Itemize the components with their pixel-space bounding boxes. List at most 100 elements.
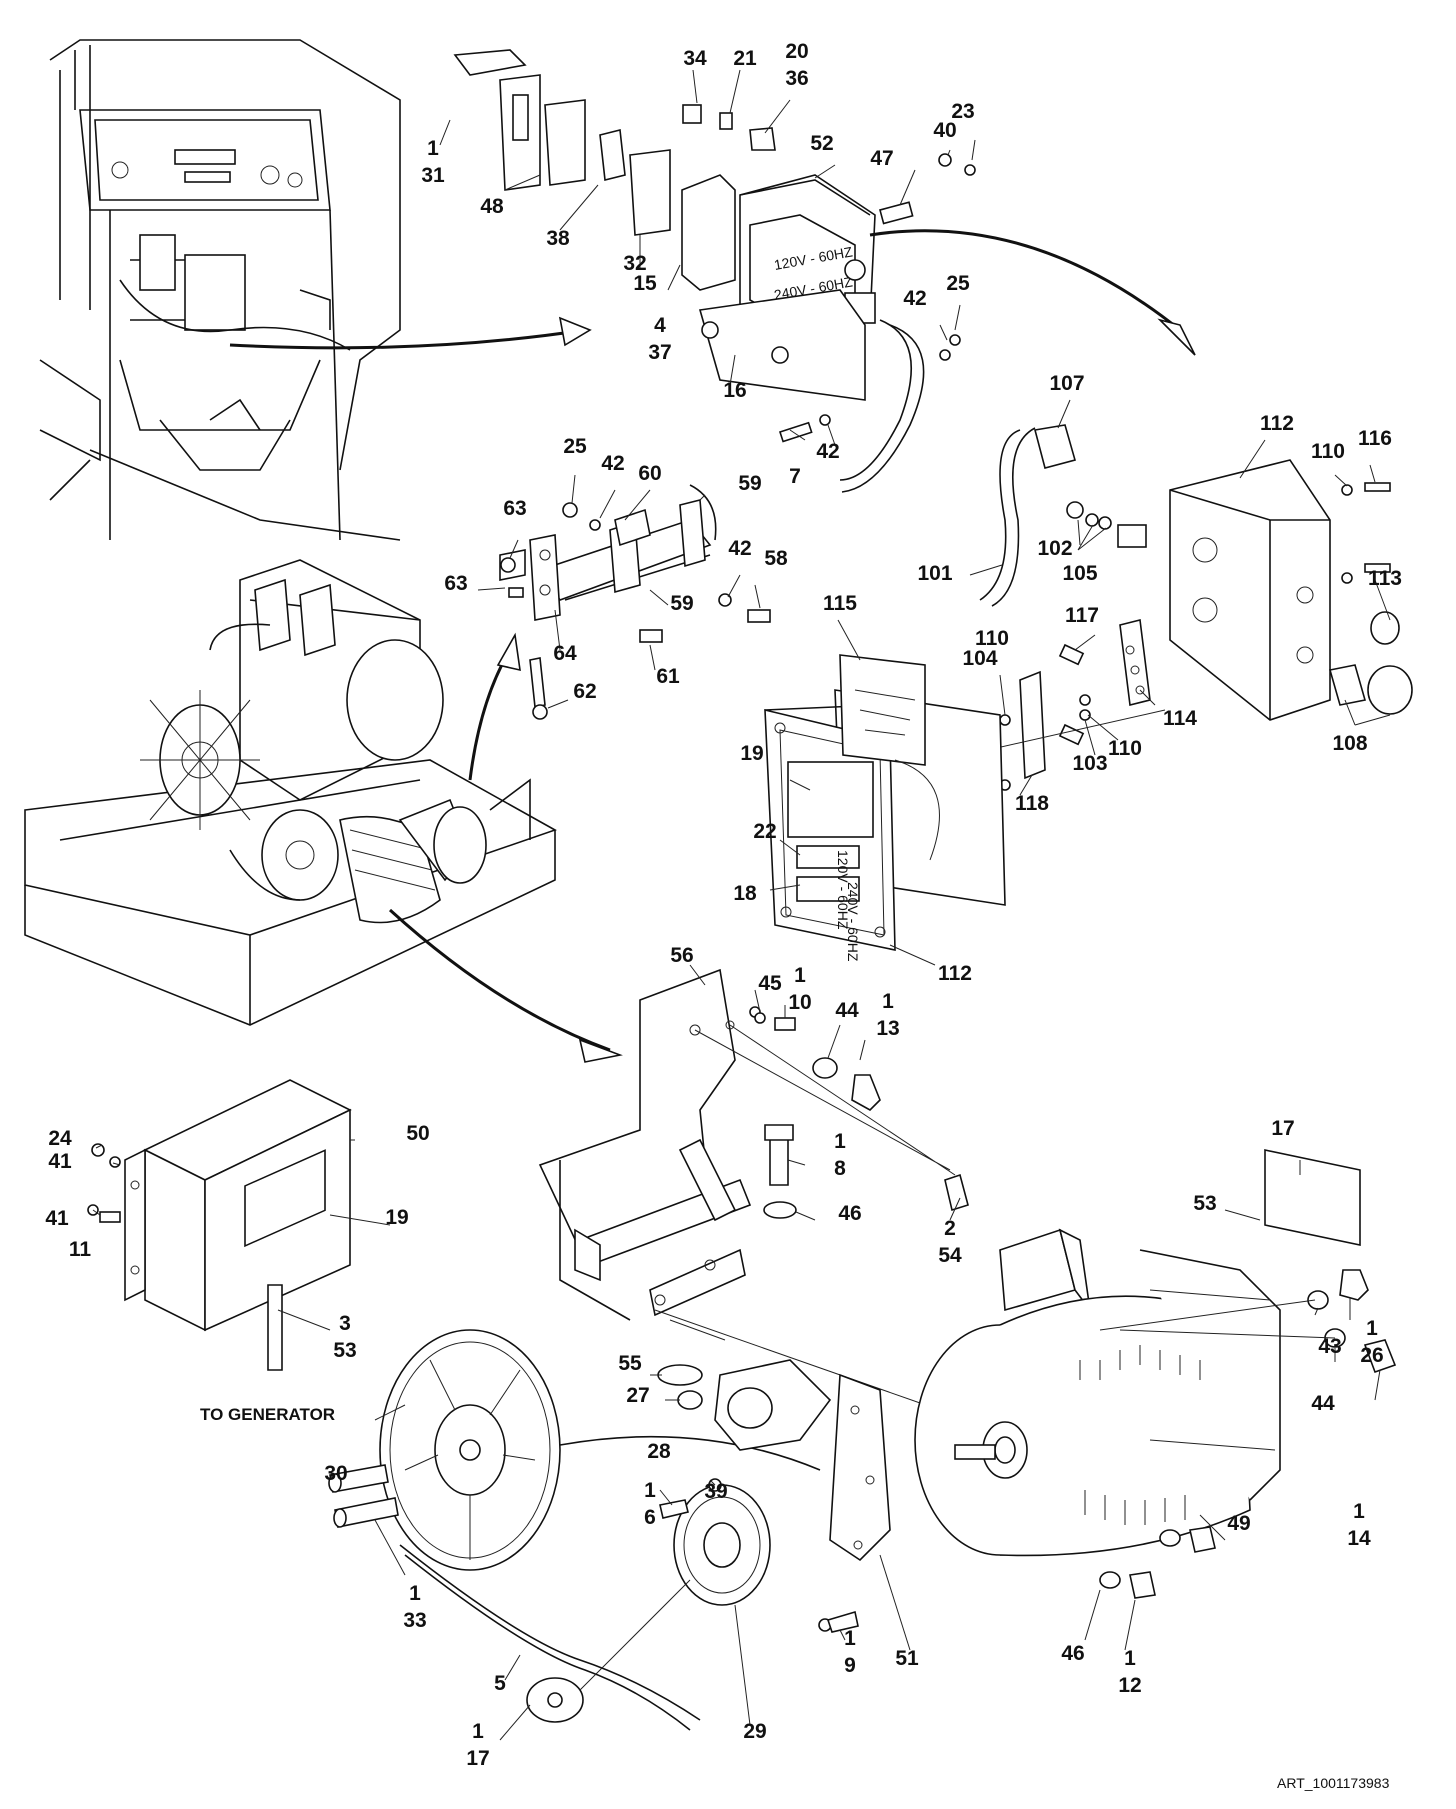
callout-c42a-line-0: 42 xyxy=(903,287,926,310)
callout-c50-line-0: 50 xyxy=(406,1122,429,1145)
callout-c1a-line-1: 31 xyxy=(421,164,445,187)
callout-c20-line-1: 36 xyxy=(785,67,808,90)
callout-c1g-line-1: 14 xyxy=(1347,1527,1371,1550)
callout-c24-line-0: 24 xyxy=(48,1127,72,1150)
callout-c63a-line-0: 63 xyxy=(503,497,526,520)
callout-c1f-line-0: 1 xyxy=(644,1479,656,1502)
callout-c1b-line-0: 1 xyxy=(794,964,806,987)
art-number: ART_1001173983 xyxy=(1277,1775,1390,1791)
callout-c51-line-0: 51 xyxy=(895,1647,919,1670)
callout-c1h-line-1: 33 xyxy=(403,1609,426,1632)
callout-c1h-line-0: 1 xyxy=(409,1582,421,1605)
callout-c48-line-0: 48 xyxy=(480,195,504,218)
callout-c117-line-0: 117 xyxy=(1065,604,1099,627)
callout-c7-line-0: 7 xyxy=(789,465,801,488)
callout-c1a-line-0: 1 xyxy=(427,137,439,160)
callout-c20-line-0: 20 xyxy=(785,40,808,63)
callout-c18-line-0: 18 xyxy=(733,882,757,905)
callout-c19b-line-0: 19 xyxy=(385,1206,408,1229)
callout-c110c-line-0: 110 xyxy=(1108,737,1142,760)
callout-c1d-line-0: 1 xyxy=(834,1130,846,1153)
callout-c1i-line-0: 1 xyxy=(844,1627,856,1650)
callout-c115-line-0: 115 xyxy=(823,592,857,615)
callout-c110b-line-0: 110 xyxy=(975,627,1009,650)
callout-c34-line-0: 34 xyxy=(683,47,707,70)
callout-c59b-line-0: 59 xyxy=(670,592,693,615)
cover-label-240: 240V - 60HZ xyxy=(845,882,861,962)
callout-c27-line-0: 27 xyxy=(626,1384,649,1407)
view-arrow-bracket xyxy=(468,649,512,781)
view-arrow-console xyxy=(229,328,586,350)
callout-c23-line-0: 23 xyxy=(951,100,974,123)
callout-c47-line-0: 47 xyxy=(870,147,893,170)
callout-c1g-line-0: 1 xyxy=(1353,1500,1365,1523)
callout-c102-line-0: 102 xyxy=(1037,537,1072,560)
junction-box-112-assembly xyxy=(854,424,1413,794)
callout-c113-line-0: 113 xyxy=(1368,567,1402,590)
callout-c105-line-0: 105 xyxy=(1062,562,1097,585)
callout-c42b-line-0: 42 xyxy=(816,440,839,463)
callout-c1b-line-1: 10 xyxy=(788,991,811,1014)
callout-c1c-line-1: 13 xyxy=(876,1017,899,1040)
callout-c44a-line-0: 44 xyxy=(835,999,859,1022)
to-generator-note: TO GENERATOR xyxy=(200,1405,335,1424)
callout-c25b-line-0: 25 xyxy=(563,435,587,458)
callout-c104-line-0: 104 xyxy=(962,647,997,670)
callout-c11-line-0: 11 xyxy=(69,1238,92,1261)
callout-c46a-line-0: 46 xyxy=(838,1202,861,1225)
callout-c1j-line-0: 1 xyxy=(1124,1647,1136,1670)
cover-label-120: 120V - 60HZ xyxy=(835,850,851,930)
callout-c103-line-0: 103 xyxy=(1072,752,1107,775)
callout-c49-line-0: 49 xyxy=(1227,1512,1250,1535)
callout-c4-line-1: 37 xyxy=(648,341,671,364)
platform-console-view xyxy=(39,39,592,541)
callout-c28-line-0: 28 xyxy=(647,1440,671,1463)
callout-c39-line-0: 39 xyxy=(704,1480,727,1503)
callout-c114-line-0: 114 xyxy=(1163,707,1197,730)
callout-c45-line-0: 45 xyxy=(758,972,782,995)
callout-c64-line-0: 64 xyxy=(553,642,577,665)
callout-c41b-line-0: 41 xyxy=(45,1207,69,1230)
callout-c1j-line-1: 12 xyxy=(1118,1674,1141,1697)
callout-c101-line-0: 101 xyxy=(917,562,952,585)
callout-c112a-line-0: 112 xyxy=(1260,412,1294,435)
callout-c108-line-0: 108 xyxy=(1332,732,1367,755)
callout-c22-line-0: 22 xyxy=(753,820,776,843)
callout-c44b-line-0: 44 xyxy=(1311,1392,1335,1415)
callout-c55-line-0: 55 xyxy=(618,1352,642,1375)
leader-lines xyxy=(92,69,1391,1741)
callout-c30-line-0: 30 xyxy=(324,1462,347,1485)
callout-c56-line-0: 56 xyxy=(670,944,693,967)
cover-plate-112: 120V - 60HZ 240V - 60HZ xyxy=(764,654,1006,962)
callout-c41a-line-0: 41 xyxy=(48,1150,72,1173)
callout-c59a-line-0: 59 xyxy=(738,472,761,495)
callout-c112b-line-0: 112 xyxy=(938,962,972,985)
belt-drive xyxy=(328,1329,891,1731)
callout-c32-line-0: 32 xyxy=(623,252,646,275)
callout-c25a-line-0: 25 xyxy=(946,272,970,295)
callout-c60-line-0: 60 xyxy=(638,462,661,485)
callout-c46b-line-0: 46 xyxy=(1061,1642,1084,1665)
callout-c16-line-0: 16 xyxy=(723,379,746,402)
callout-c42d-line-0: 42 xyxy=(728,537,751,560)
generator-box-50 xyxy=(87,1079,352,1371)
mounting-bracket-56 xyxy=(538,968,969,1411)
callout-c61-line-0: 61 xyxy=(656,665,680,688)
callout-c62-line-0: 62 xyxy=(573,680,596,703)
callout-c1e-line-0: 1 xyxy=(1366,1317,1378,1340)
callout-c1k-line-1: 17 xyxy=(466,1747,489,1770)
callout-c5-line-0: 5 xyxy=(494,1672,506,1695)
view-arrow-control-box xyxy=(869,229,1181,332)
callout-c1e-line-1: 26 xyxy=(1360,1344,1383,1367)
callout-c1c-line-0: 1 xyxy=(882,990,894,1013)
callout-c42c-line-0: 42 xyxy=(601,452,624,475)
callout-c1k-line-0: 1 xyxy=(472,1720,484,1743)
callout-c38-line-0: 38 xyxy=(546,227,570,250)
callout-c2-line-0: 2 xyxy=(944,1217,956,1240)
callout-c63b-line-0: 63 xyxy=(444,572,467,595)
callout-c1i-line-1: 9 xyxy=(844,1654,856,1677)
view-arrow-generator xyxy=(388,908,611,1052)
bracket-assembly-59-64 xyxy=(499,484,771,720)
